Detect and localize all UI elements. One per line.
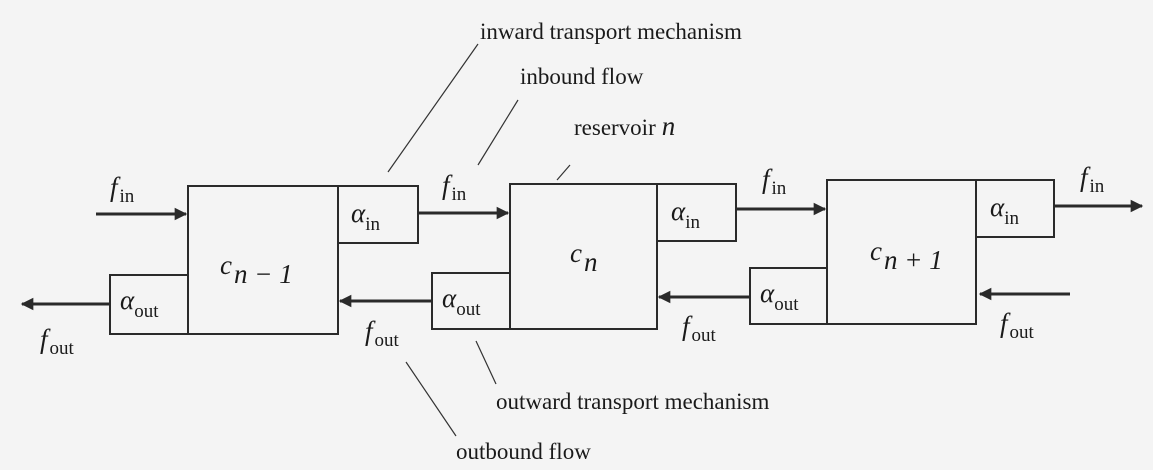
alpha-in-label: αin — [990, 192, 1019, 229]
reservoir-box — [509, 183, 658, 330]
alpha-in-label: αin — [351, 198, 380, 235]
leader-inbound-flow — [477, 99, 519, 166]
leader-inward-transport — [387, 43, 479, 173]
leader-outward-transport — [475, 340, 497, 385]
reservoir-label: cn − 1 — [220, 250, 293, 289]
leader-reservoir — [556, 164, 571, 181]
reservoir-box — [826, 179, 977, 325]
alpha-out-label: αout — [120, 285, 159, 322]
reservoir-n-minus-1: cn − 1 αin αout — [109, 185, 419, 335]
reservoir-n-plus-1: cn + 1 αin αout — [749, 179, 1055, 325]
alpha-out-box — [749, 267, 828, 325]
label-inward-transport-mechanism: inward transport mechanism — [480, 19, 742, 44]
reservoir-label: cn + 1 — [870, 236, 943, 275]
label-inbound-flow: inbound flow — [520, 64, 644, 89]
reservoir-box — [187, 185, 339, 335]
alpha-out-label: αout — [442, 283, 481, 320]
alpha-in-box — [975, 179, 1055, 238]
reservoir-label: cn — [570, 238, 597, 277]
alpha-in-label: αin — [671, 196, 700, 233]
reservoir-n: cn αin αout — [431, 183, 737, 330]
alpha-in-box — [656, 183, 737, 242]
alpha-out-box — [109, 274, 189, 335]
label-outward-transport-mechanism: outward transport mechanism — [496, 389, 769, 414]
alpha-out-label: αout — [760, 278, 799, 315]
label-outbound-flow: outbound flow — [456, 439, 591, 464]
leader-outbound-flow — [405, 361, 457, 437]
